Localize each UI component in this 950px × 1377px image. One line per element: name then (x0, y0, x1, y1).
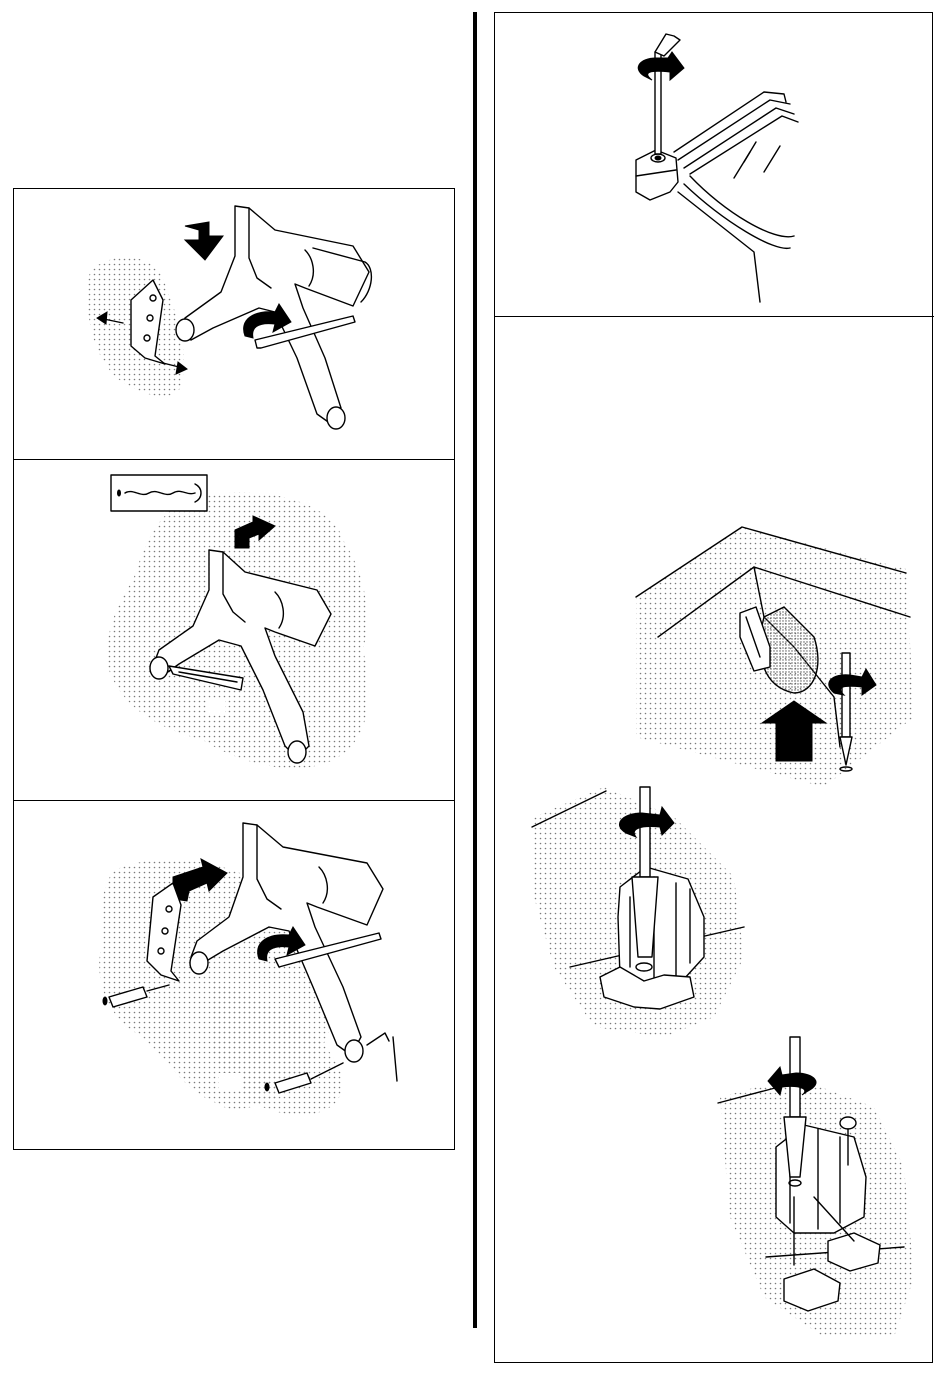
marker-icon (219, 1073, 241, 1089)
column-divider (473, 12, 477, 1328)
bracket-exploded-drawing (718, 1077, 914, 1337)
hex-key-icon (655, 34, 680, 154)
marker-icon (207, 698, 225, 714)
under-table-drawing (636, 527, 914, 787)
bracket-screw-step (494, 317, 933, 1363)
wall-plug-step (13, 801, 455, 1150)
drill-step (13, 460, 455, 800)
push-arrow-icon (185, 222, 223, 260)
leg-bracket-step (13, 188, 455, 459)
drill-bit-icon (111, 475, 207, 511)
glass-tighten-step (494, 12, 933, 316)
